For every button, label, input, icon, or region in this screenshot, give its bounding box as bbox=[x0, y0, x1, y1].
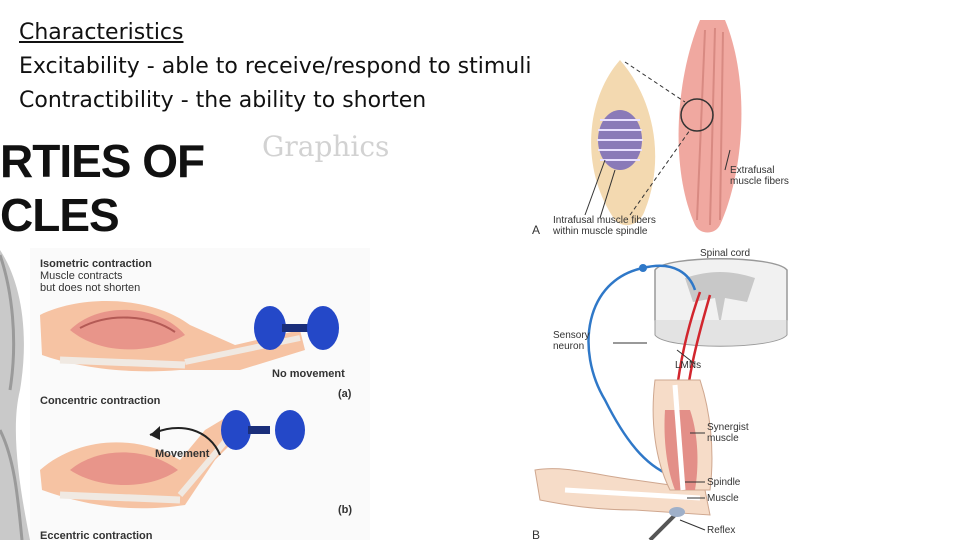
extrafusal-label: Extrafusal muscle fibers bbox=[730, 165, 789, 187]
movement-label: Movement bbox=[155, 448, 210, 460]
spindle-label: Spindle bbox=[707, 477, 741, 488]
reflex-label: Reflex bbox=[707, 525, 736, 536]
watermark-text: Graphics bbox=[262, 130, 390, 163]
contraction-illustration bbox=[0, 248, 370, 540]
isometric-desc: Muscle contracts but does not shorten bbox=[40, 270, 141, 294]
isometric-label: Isometric contraction bbox=[40, 258, 152, 270]
no-movement-label: No movement bbox=[272, 368, 345, 380]
slide-text: Characteristics Excitability - able to r… bbox=[19, 16, 531, 118]
contraction-types-figure: RTIES OF CLES Graphics Isometric contrac… bbox=[0, 130, 410, 542]
bullet-excitability: Excitability - able to receive/respond t… bbox=[19, 54, 532, 79]
panel-b-label: (b) bbox=[338, 504, 353, 516]
panel-a-right-label: A bbox=[532, 223, 541, 237]
muscle-label: Muscle bbox=[707, 493, 739, 504]
spindle-reflex-illustration bbox=[534, 20, 788, 540]
concentric-label: Concentric contraction bbox=[40, 395, 161, 407]
sensory-neuron-label: Sensory neuron bbox=[553, 330, 590, 352]
muscle-spindle-figure: Extrafusal muscle fibers Intrafusal musc… bbox=[525, 20, 825, 542]
figure-title-line1: RTIES OF bbox=[0, 135, 205, 187]
slide-heading: Characteristics bbox=[19, 20, 184, 45]
panel-a-label: (a) bbox=[338, 388, 352, 400]
figure-title-line2: CLES bbox=[0, 189, 120, 241]
eccentric-label: Eccentric contraction bbox=[40, 530, 153, 542]
lmns-label: LMNs bbox=[675, 360, 702, 371]
spinal-cord-label: Spinal cord bbox=[700, 248, 751, 259]
bullet-contractibility: Contractibility - the ability to shorten bbox=[19, 88, 427, 113]
synergist-label: Synergist muscle bbox=[707, 422, 749, 444]
panel-b-right-label: B bbox=[532, 528, 541, 542]
intrafusal-label: Intrafusal muscle fibers within muscle s… bbox=[553, 215, 656, 237]
